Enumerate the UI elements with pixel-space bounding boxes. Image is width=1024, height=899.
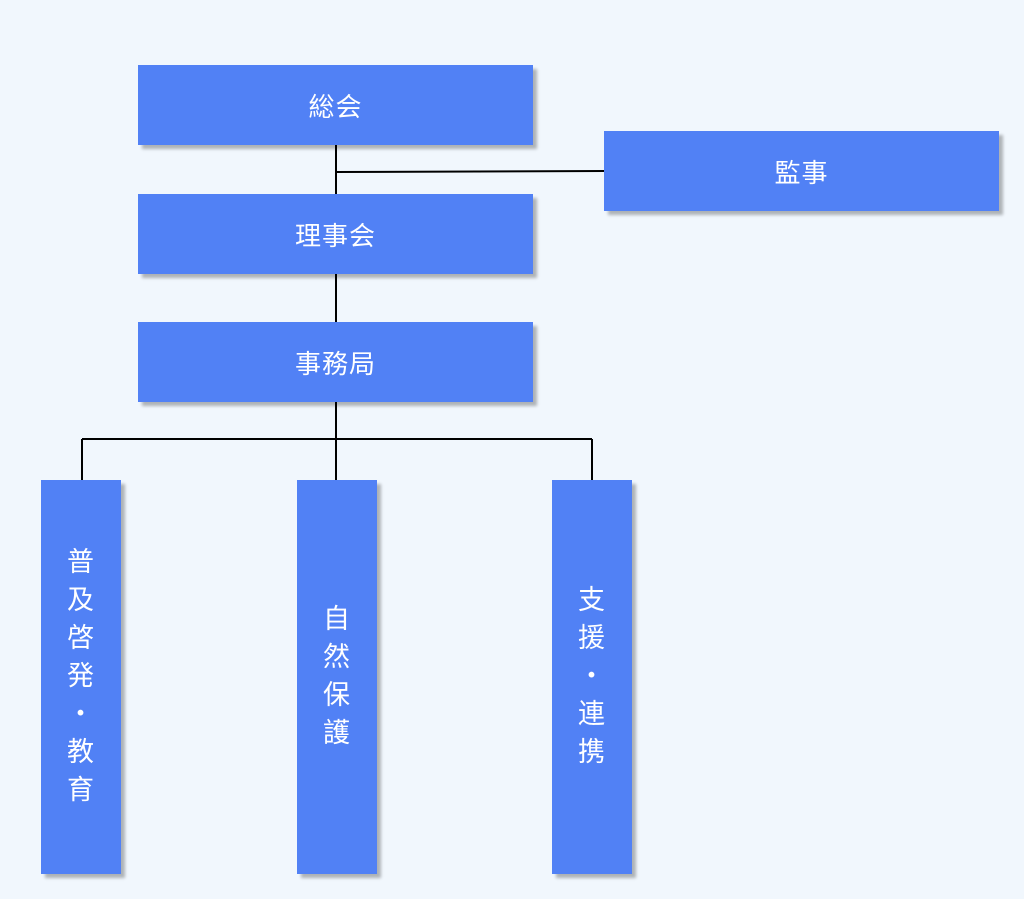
secretariat-label: 事務局 <box>294 349 376 380</box>
general-assembly-box: 総会 <box>138 65 533 145</box>
board-box: 理事会 <box>138 194 533 274</box>
dept-support-box: 支援・連携 <box>552 480 632 874</box>
dept-conservation-box: 自然保護 <box>297 480 377 874</box>
auditor-box: 監事 <box>604 131 999 211</box>
secretariat-box: 事務局 <box>138 322 533 402</box>
dept-education-label: 普及啓発・教育 <box>67 547 95 806</box>
dept-education-box: 普及啓発・教育 <box>41 480 121 874</box>
board-label: 理事会 <box>294 221 376 252</box>
dept-conservation-label: 自然保護 <box>323 604 351 749</box>
general-assembly-label: 総会 <box>308 92 363 123</box>
dept-support-label: 支援・連携 <box>578 585 606 768</box>
line-auditor-branch <box>335 170 606 173</box>
auditor-label: 監事 <box>774 158 829 189</box>
